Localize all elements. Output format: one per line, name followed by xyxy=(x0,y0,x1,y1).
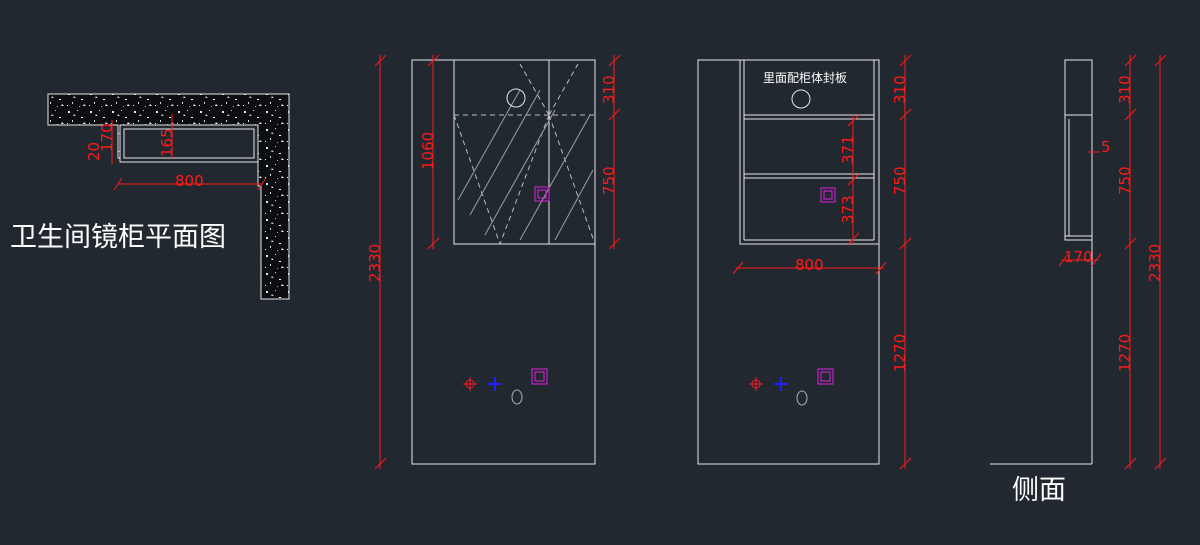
plan-dim-20: 20 xyxy=(85,142,103,161)
plan-dim-170: 170 xyxy=(98,123,116,152)
wall-outline-b xyxy=(697,59,880,465)
cabinet-panel-note: 里面配柜体封板 xyxy=(763,71,847,85)
mirror-glare-lines xyxy=(457,89,594,241)
side-dim-total: 2330 xyxy=(1146,244,1164,282)
front-b-dim-middle: 750 xyxy=(891,166,909,195)
hot-water-icon-a xyxy=(463,377,477,391)
plan-title: 卫生间镜柜平面图 xyxy=(10,222,226,253)
side-cabinet-body xyxy=(1064,114,1093,241)
front-b-dim-width: 800 xyxy=(795,256,824,274)
cabinet-body-b xyxy=(739,59,880,245)
plan-cabinet-outline xyxy=(119,124,259,163)
side-view: 5 170 310 750 1270 2330 侧面 xyxy=(990,54,1167,506)
front-b-dim-upper-shelf: 371 xyxy=(839,135,857,164)
front-elevation-b: 里面配柜体封板 310 371 xyxy=(697,54,912,470)
side-dim-depth: 170 xyxy=(1064,248,1093,266)
side-upper-box xyxy=(1064,59,1093,116)
front-a-dim-top: 310 xyxy=(600,75,618,104)
mirror-cabinet-a xyxy=(453,59,596,245)
front-b-dim-bottom: 1270 xyxy=(891,334,909,372)
cold-water-icon-a xyxy=(488,377,502,391)
drain-icon-a xyxy=(511,389,523,405)
front-a-dim-total: 2330 xyxy=(366,244,384,282)
drain-icon-b xyxy=(796,390,808,406)
side-title: 侧面 xyxy=(1012,475,1066,506)
plan-cabinet-inner xyxy=(123,128,255,159)
plan-dim-800: 800 xyxy=(175,172,204,190)
side-dim-top: 310 xyxy=(1116,75,1134,104)
hot-water-icon-b xyxy=(749,377,763,391)
socket-icon-a xyxy=(534,186,550,202)
front-a-dim-mirror: 1060 xyxy=(419,132,437,170)
plan-dim-165: 165 xyxy=(158,128,176,157)
socket-icon-b xyxy=(820,187,836,203)
front-b-dim-lower-shelf: 373 xyxy=(839,195,857,224)
side-dim-middle: 750 xyxy=(1116,166,1134,195)
wall-outline-a xyxy=(411,59,596,465)
side-dim-bottom: 1270 xyxy=(1116,334,1134,372)
socket-icon-b-low xyxy=(817,368,834,385)
side-dim-5: 5 xyxy=(1101,138,1111,156)
socket-icon-a-low xyxy=(531,368,548,385)
cold-water-icon-b xyxy=(774,377,788,391)
front-a-dim-middle: 750 xyxy=(600,166,618,195)
plan-view: 20 170 165 800 卫生间镜柜平面图 xyxy=(10,93,290,300)
front-elevation-a: 2330 1060 310 750 xyxy=(366,54,621,470)
front-b-dim-top: 310 xyxy=(891,75,909,104)
light-icon-a xyxy=(506,88,526,108)
light-icon-b xyxy=(791,89,811,109)
